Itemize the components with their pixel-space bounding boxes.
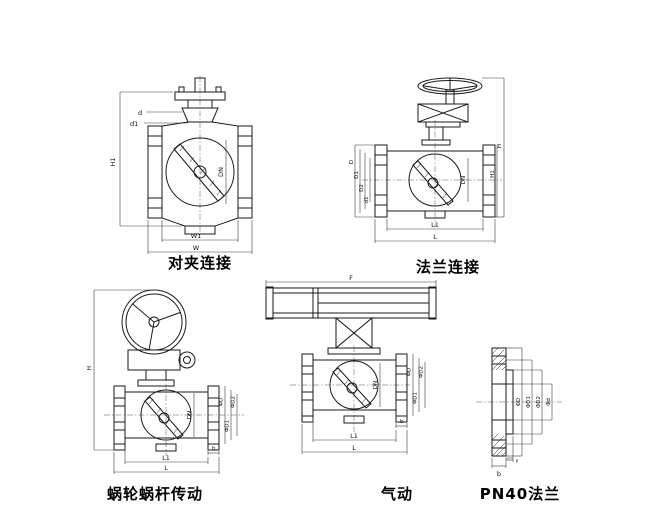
dim-dn-label: DN — [217, 167, 225, 177]
figure-wafer-connection: H1 d d1 DN W1 W — [100, 76, 265, 266]
dim-d1-label: d1 — [364, 197, 370, 204]
figure-worm-gear: H ΦD ΦD1 ΦD2 DN b L1 L — [84, 280, 249, 480]
dim-l-label: L — [164, 464, 168, 472]
dim-phiD2-label: ΦD2 — [536, 396, 542, 408]
dim-h-label: H — [87, 366, 93, 370]
actuator-bracket — [335, 317, 373, 349]
dim-h1-label: H1 — [490, 170, 496, 178]
caption-pneumatic: 气动 — [380, 485, 413, 503]
dim-phiD1-label: ΦD1 — [413, 392, 419, 404]
dim-f-label: F — [349, 274, 353, 282]
flanged-valve-drawing: D D1 D2 d1 DN H H1 L1 — [349, 77, 505, 243]
section-hatching — [491, 347, 507, 457]
pneumatic-valve-drawing: F — [265, 274, 437, 454]
valve-body — [113, 385, 220, 452]
dim-b-label: b — [400, 419, 404, 425]
dimension-lines: ΦD ΦD1 ΦD2 DN b L1 L — [301, 354, 426, 454]
dim-phiD1-label: ΦD1 — [225, 420, 231, 432]
gear-operator — [417, 103, 469, 146]
dim-d-label: d — [138, 109, 142, 117]
dim-dn-label: DN — [461, 176, 467, 184]
wafer-valve-drawing: H1 d d1 DN W1 W — [109, 76, 253, 254]
dim-phiD-label: ΦD — [407, 368, 413, 377]
dim-D1-label: D1 — [354, 171, 360, 179]
dimension-f: F — [265, 274, 437, 287]
dim-w1-label: W1 — [191, 232, 202, 240]
figure-pn40-flange: ΦD ΦD1 ΦD2 Φd b f — [470, 336, 570, 486]
caption-wafer-connection: 对夹连接 — [167, 254, 232, 272]
butterfly-disc — [412, 160, 454, 206]
butterfly-disc — [332, 367, 372, 409]
dim-D-label: D — [349, 160, 355, 164]
worm-gearbox — [127, 349, 196, 387]
dim-l1-label: L1 — [162, 454, 170, 462]
figure-flanged-connection: D D1 D2 d1 DN H H1 L1 — [349, 62, 510, 262]
dim-b-label: b — [497, 470, 501, 478]
dim-D2-label: D2 — [359, 184, 365, 192]
flange-section — [491, 347, 514, 457]
dim-phiD2-label: ΦD2 — [231, 396, 237, 408]
dimension-lines: H1 d d1 DN W1 W — [109, 91, 253, 254]
dim-f-label: f — [516, 459, 519, 465]
dim-l1-label: L1 — [431, 221, 439, 229]
worm-gear-valve-drawing: H ΦD ΦD1 ΦD2 DN b L1 L — [87, 289, 244, 474]
dim-l-label: L — [433, 233, 437, 241]
dim-phiD2-label: ΦD2 — [419, 366, 425, 378]
stem-assembly — [174, 77, 226, 123]
dim-w-label: W — [193, 244, 200, 252]
dim-phid-label: Φd — [546, 398, 552, 406]
dimension-lines: H ΦD ΦD1 ΦD2 DN b L1 L — [87, 289, 238, 474]
figure-pneumatic: F — [256, 274, 446, 479]
caption-pn40-flange: PN40法兰 — [479, 485, 561, 503]
caption-flanged-connection: 法兰连接 — [415, 258, 480, 276]
pn40-flange-drawing: ΦD ΦD1 ΦD2 Φd b f — [476, 347, 562, 478]
butterfly-disc — [144, 396, 184, 440]
dimension-lines: D D1 D2 d1 DN H H1 L1 — [349, 77, 505, 243]
dimension-lines: ΦD ΦD1 ΦD2 Φd b f — [491, 347, 553, 478]
pneumatic-cylinder — [265, 286, 437, 320]
dim-h1-label: H1 — [109, 157, 117, 166]
butterfly-disc — [173, 143, 225, 202]
dim-phiD1-label: ΦD1 — [526, 396, 532, 408]
handwheel — [417, 77, 483, 105]
handwheel — [121, 289, 187, 355]
dim-l1-label: L1 — [350, 432, 358, 440]
dim-d1-label: d1 — [130, 120, 138, 128]
dim-l-label: L — [352, 444, 356, 452]
dim-phiD-label: ΦD — [516, 398, 522, 407]
dim-phiD-label: ΦD — [219, 398, 225, 407]
valve-body — [147, 121, 253, 235]
valve-body — [301, 347, 408, 424]
caption-worm-gear: 蜗轮蜗杆传动 — [106, 485, 203, 503]
dim-b-label: b — [212, 446, 216, 452]
dim-h-label: H — [497, 144, 503, 148]
dim-dn-label: DN — [373, 381, 379, 389]
valve-body — [374, 144, 496, 219]
dim-dn-label: DN — [187, 411, 193, 419]
